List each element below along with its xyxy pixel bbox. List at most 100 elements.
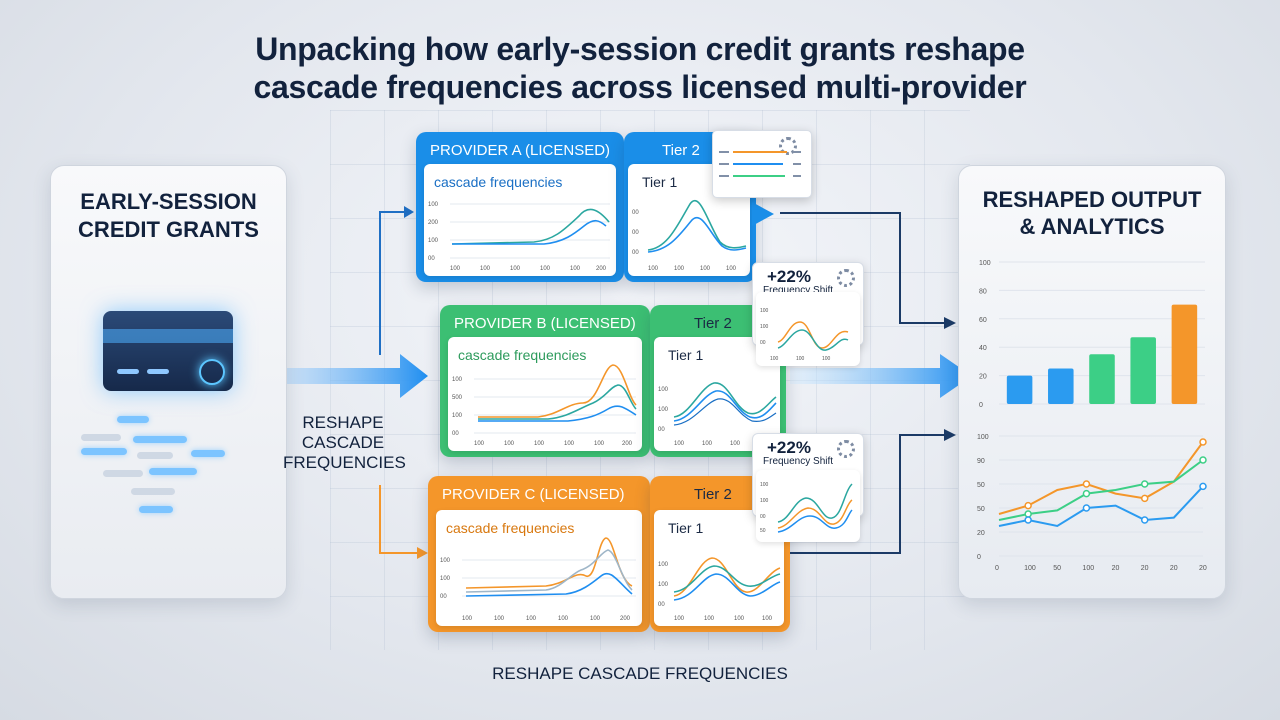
bottom-caption: RESHAPE CASCADE FREQUENCIES (492, 664, 788, 683)
data-point (1024, 516, 1032, 524)
bar (1171, 304, 1198, 404)
gear-icon (779, 137, 797, 155)
provider-a-title: PROVIDER A (LICENSED) (430, 142, 611, 159)
tick-label: 100 (474, 441, 485, 447)
tick-label: 100 (450, 266, 461, 272)
data-point (1082, 480, 1091, 488)
analytics-title: RESHAPED OUTPUT & ANALYTICS (959, 186, 1225, 240)
tick-label: 100 (702, 441, 713, 447)
provider-b-tier-panel: Tier 2 Tier 1 100 100 00 100 100 100 100 (650, 305, 786, 457)
provider-b-title: PROVIDER B (LICENSED) (454, 315, 636, 332)
tick-label: 100 (730, 441, 741, 447)
bar (1089, 354, 1115, 404)
provider-a-chart-title: cascade frequencies (434, 174, 563, 190)
svg-text:100: 100 (796, 356, 805, 362)
provider-a-plot: 100 200 100 00 100 100 100 100 100 200 (428, 202, 610, 272)
y-tick-label: 100 (979, 260, 991, 267)
glow-bar (133, 436, 187, 443)
data-point (1199, 456, 1207, 464)
x-tick-label: 0 (995, 565, 999, 572)
tick-label: 100 (658, 407, 669, 413)
tick-label: 100 (480, 266, 491, 272)
series-line (998, 459, 1204, 521)
y-tick-label: 20 (979, 374, 987, 381)
frequency-shift-value: +22% (767, 267, 811, 286)
tick-label: 100 (452, 413, 463, 419)
svg-text:100: 100 (760, 498, 769, 504)
tick-label: 100 (452, 377, 463, 383)
legend-popup-lines (719, 151, 801, 177)
page-title: Unpacking how early-session credit grant… (0, 30, 1280, 106)
tick-label: 100 (428, 202, 439, 208)
glow-bar (103, 470, 143, 477)
gear-icon (837, 440, 855, 458)
tick-label: 00 (632, 230, 639, 236)
tick-label: 100 (648, 266, 659, 272)
y-tick-label: 20 (977, 530, 985, 537)
bar (1130, 337, 1156, 404)
path-to-analytics-bottom (790, 434, 945, 554)
y-tick-label: 40 (979, 345, 987, 352)
tick-label: 500 (452, 395, 463, 401)
series-line (998, 485, 1204, 528)
provider-b-plot: 100 500 100 00 100 100 100 100 100 200 (452, 364, 637, 447)
glow-bar (149, 468, 197, 475)
provider-c-panel: PROVIDER C (LICENSED) cascade frequencie… (428, 476, 650, 632)
path-to-analytics-top (780, 212, 945, 324)
svg-text:100: 100 (770, 356, 779, 362)
tick-label: 200 (428, 220, 439, 226)
path-to-provider-a (379, 211, 405, 355)
tick-label: 100 (734, 616, 745, 622)
glow-bar (131, 488, 175, 495)
tick-label: 100 (658, 387, 669, 393)
tick-label: 00 (452, 431, 459, 437)
x-tick-label: 100 (1082, 565, 1094, 572)
data-point (1024, 501, 1032, 510)
credit-grants-title-line1: EARLY-SESSION (80, 189, 257, 214)
tick-label: 100 (540, 266, 551, 272)
provider-a-tier1-label: Tier 1 (642, 174, 678, 190)
frequency-shift-value: +22% (767, 438, 811, 457)
bar (1006, 375, 1033, 404)
svg-text:100: 100 (822, 356, 831, 362)
provider-c-title: PROVIDER C (LICENSED) (442, 486, 625, 503)
tick-label: 100 (504, 441, 515, 447)
y-tick-label: 100 (977, 434, 989, 441)
data-point (1140, 480, 1149, 488)
tick-label: 100 (700, 266, 711, 272)
glow-bar (191, 450, 225, 457)
svg-text:00: 00 (760, 514, 766, 520)
credit-card-icon (103, 311, 233, 391)
tick-label: 100 (590, 616, 601, 622)
title-line-1: Unpacking how early-session credit grant… (255, 31, 1025, 67)
y-tick-label: 0 (979, 402, 983, 409)
y-tick-label: 50 (977, 482, 985, 489)
svg-text:100: 100 (760, 482, 769, 488)
tick-label: 00 (658, 602, 665, 608)
tick-label: 100 (526, 616, 537, 622)
glow-bar (81, 434, 121, 441)
tick-label: 100 (510, 266, 521, 272)
tick-label: 100 (674, 616, 685, 622)
reshape-label-line1: RESHAPE (302, 413, 384, 432)
tick-label: 100 (704, 616, 715, 622)
provider-c-tier-panel: Tier 2 Tier 1 100 100 00 100 100 100 100 (650, 476, 790, 632)
provider-b-chart: cascade frequencies 100 500 100 00 100 1… (448, 337, 642, 451)
frequency-shift-label: Frequency Shift (763, 285, 834, 296)
y-tick-label: 60 (979, 317, 987, 324)
svg-text:00: 00 (760, 340, 766, 346)
tick-label: 100 (658, 562, 669, 568)
gear-icon (837, 269, 855, 287)
y-tick-label: 90 (977, 458, 985, 465)
y-tick-label: 0 (977, 554, 981, 561)
frequency-shift-label: Frequency Shift (763, 456, 834, 467)
tick-label: 100 (558, 616, 569, 622)
data-point (1199, 482, 1207, 491)
data-point (1140, 516, 1149, 524)
y-tick-label: 50 (977, 506, 985, 513)
